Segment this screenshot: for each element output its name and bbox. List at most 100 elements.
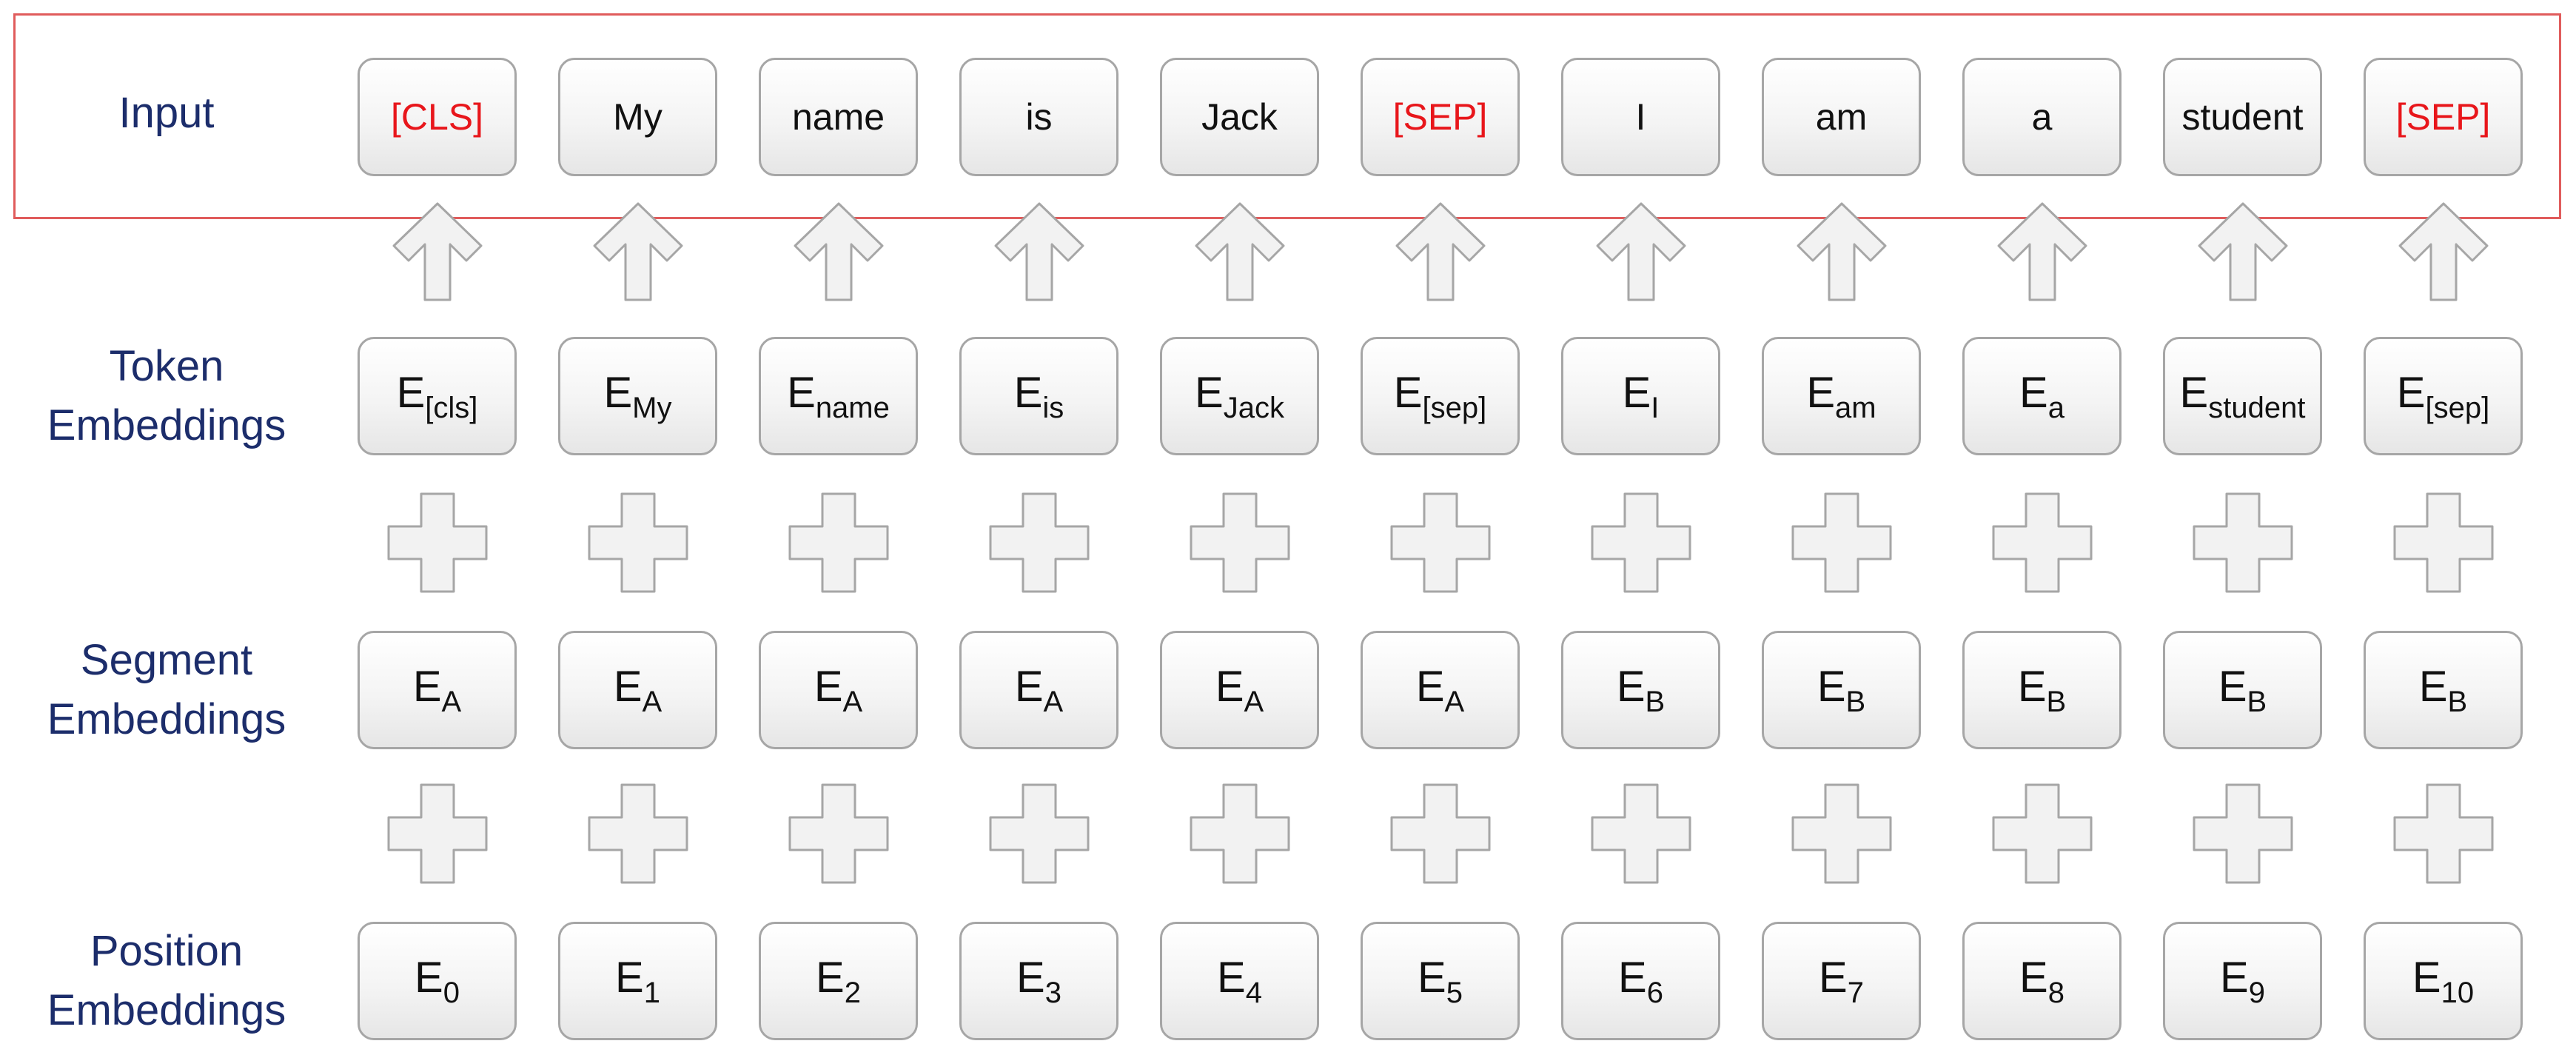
up-arrow-icon [1797, 202, 1886, 301]
embedding-subscript: 2 [844, 976, 861, 1009]
embedding-subscript: B [1845, 685, 1866, 718]
embedding-subscript: am [1835, 391, 1876, 424]
embedding-base: E [1817, 662, 1846, 711]
input-token-box: [SEP] [1361, 58, 1520, 176]
embedding-base: E [1215, 662, 1244, 711]
row-label-line: Embeddings [47, 695, 286, 743]
embedding-base: E [2019, 368, 2048, 417]
segment-embedding-box: EA [358, 631, 517, 749]
embedding-symbol: E3 [1016, 953, 1061, 1010]
embedding-base: E [1418, 953, 1446, 1002]
embedding-symbol: Eis [1014, 368, 1064, 425]
embedding-symbol: EA [1416, 662, 1464, 719]
row-label-line: Position [90, 927, 244, 975]
input-token-text: am [1815, 96, 1868, 138]
embedding-base: E [613, 662, 643, 711]
position-embedding-box: E5 [1361, 922, 1520, 1040]
embedding-subscript: 10 [2441, 976, 2475, 1009]
segment-embedding-box: EA [1361, 631, 1520, 749]
up-arrow-icon [2398, 202, 2488, 301]
embedding-base: E [2220, 953, 2249, 1002]
embedding-symbol: E[sep] [1394, 368, 1486, 425]
embedding-base: E [1016, 953, 1045, 1002]
embedding-base: E [2218, 662, 2247, 711]
position-embedding-box: E2 [759, 922, 918, 1040]
embedding-base: E [1013, 368, 1043, 417]
position-embedding-box: E7 [1762, 922, 1921, 1040]
input-token-box: is [959, 58, 1118, 176]
embedding-subscript: 9 [2248, 976, 2265, 1009]
segment-embedding-box: EA [759, 631, 918, 749]
embedding-base: E [603, 368, 633, 417]
up-arrow-icon [1997, 202, 2087, 301]
embedding-symbol: E9 [2220, 953, 2265, 1010]
embedding-symbol: Ea [2019, 368, 2065, 425]
input-token-text: Jack [1201, 96, 1278, 138]
embedding-subscript: A [842, 685, 863, 718]
token-embedding-box: Ea [1962, 337, 2121, 455]
embedding-base: E [415, 953, 443, 1002]
embedding-base: E [1616, 662, 1646, 711]
embedding-symbol: EB [1817, 662, 1865, 719]
embedding-symbol: E7 [1819, 953, 1864, 1010]
plus-icon [1992, 783, 2092, 884]
embedding-subscript: A [642, 685, 663, 718]
embedding-subscript: is [1042, 391, 1064, 424]
input-token-box: Jack [1160, 58, 1319, 176]
position-embedding-box: E4 [1160, 922, 1319, 1040]
plus-icon [2193, 492, 2292, 593]
embedding-subscript: 1 [643, 976, 660, 1009]
input-token-box: a [1962, 58, 2121, 176]
plus-icon [2393, 783, 2493, 884]
embedding-subscript: A [441, 685, 462, 718]
embedding-symbol: EA [814, 662, 862, 719]
embedding-base: E [1618, 953, 1647, 1002]
embedding-symbol: EA [413, 662, 461, 719]
input-token-text: [SEP] [1392, 96, 1488, 138]
embedding-symbol: EJack [1195, 368, 1284, 425]
embedding-subscript: [sep] [2425, 391, 2490, 424]
plus-icon [788, 492, 888, 593]
embedding-subscript: 6 [1646, 976, 1663, 1009]
plus-icon [387, 492, 487, 593]
position-embedding-box: E6 [1561, 922, 1720, 1040]
up-arrow-icon [2198, 202, 2287, 301]
token-embedding-box: EJack [1160, 337, 1319, 455]
input-token-box: [SEP] [2364, 58, 2523, 176]
segment-embedding-box: EB [1962, 631, 2121, 749]
embedding-subscript: a [2047, 391, 2065, 424]
input-token-text: is [1025, 96, 1053, 138]
embedding-base: E [1819, 953, 1848, 1002]
segment-embedding-box: EA [959, 631, 1118, 749]
embedding-base: E [1014, 662, 1044, 711]
plus-icon [1390, 492, 1490, 593]
input-token-box: name [759, 58, 918, 176]
embedding-base: E [1806, 368, 1836, 417]
token-embedding-box: EMy [558, 337, 717, 455]
plus-icon [989, 492, 1089, 593]
embedding-subscript: 7 [1847, 976, 1864, 1009]
plus-icon [1992, 492, 2092, 593]
input-token-text: a [2031, 96, 2053, 138]
position-embedding-box: E0 [358, 922, 517, 1040]
embedding-base: E [412, 662, 442, 711]
row-label-line: Token [109, 342, 224, 390]
embedding-base: E [787, 368, 816, 417]
plus-icon [588, 492, 688, 593]
embedding-symbol: E10 [2412, 953, 2474, 1010]
embedding-symbol: E2 [816, 953, 861, 1010]
embedding-base: E [814, 662, 843, 711]
token-embedding-box: E[sep] [1361, 337, 1520, 455]
up-arrow-icon [1195, 202, 1284, 301]
input-token-box: My [558, 58, 717, 176]
token-embedding-box: EI [1561, 337, 1720, 455]
embedding-subscript: B [2247, 685, 2267, 718]
embedding-subscript: Jack [1223, 391, 1284, 424]
embedding-symbol: E[sep] [2397, 368, 2489, 425]
plus-icon [387, 783, 487, 884]
embedding-symbol: E8 [2019, 953, 2065, 1010]
embedding-symbol: EB [2419, 662, 2467, 719]
